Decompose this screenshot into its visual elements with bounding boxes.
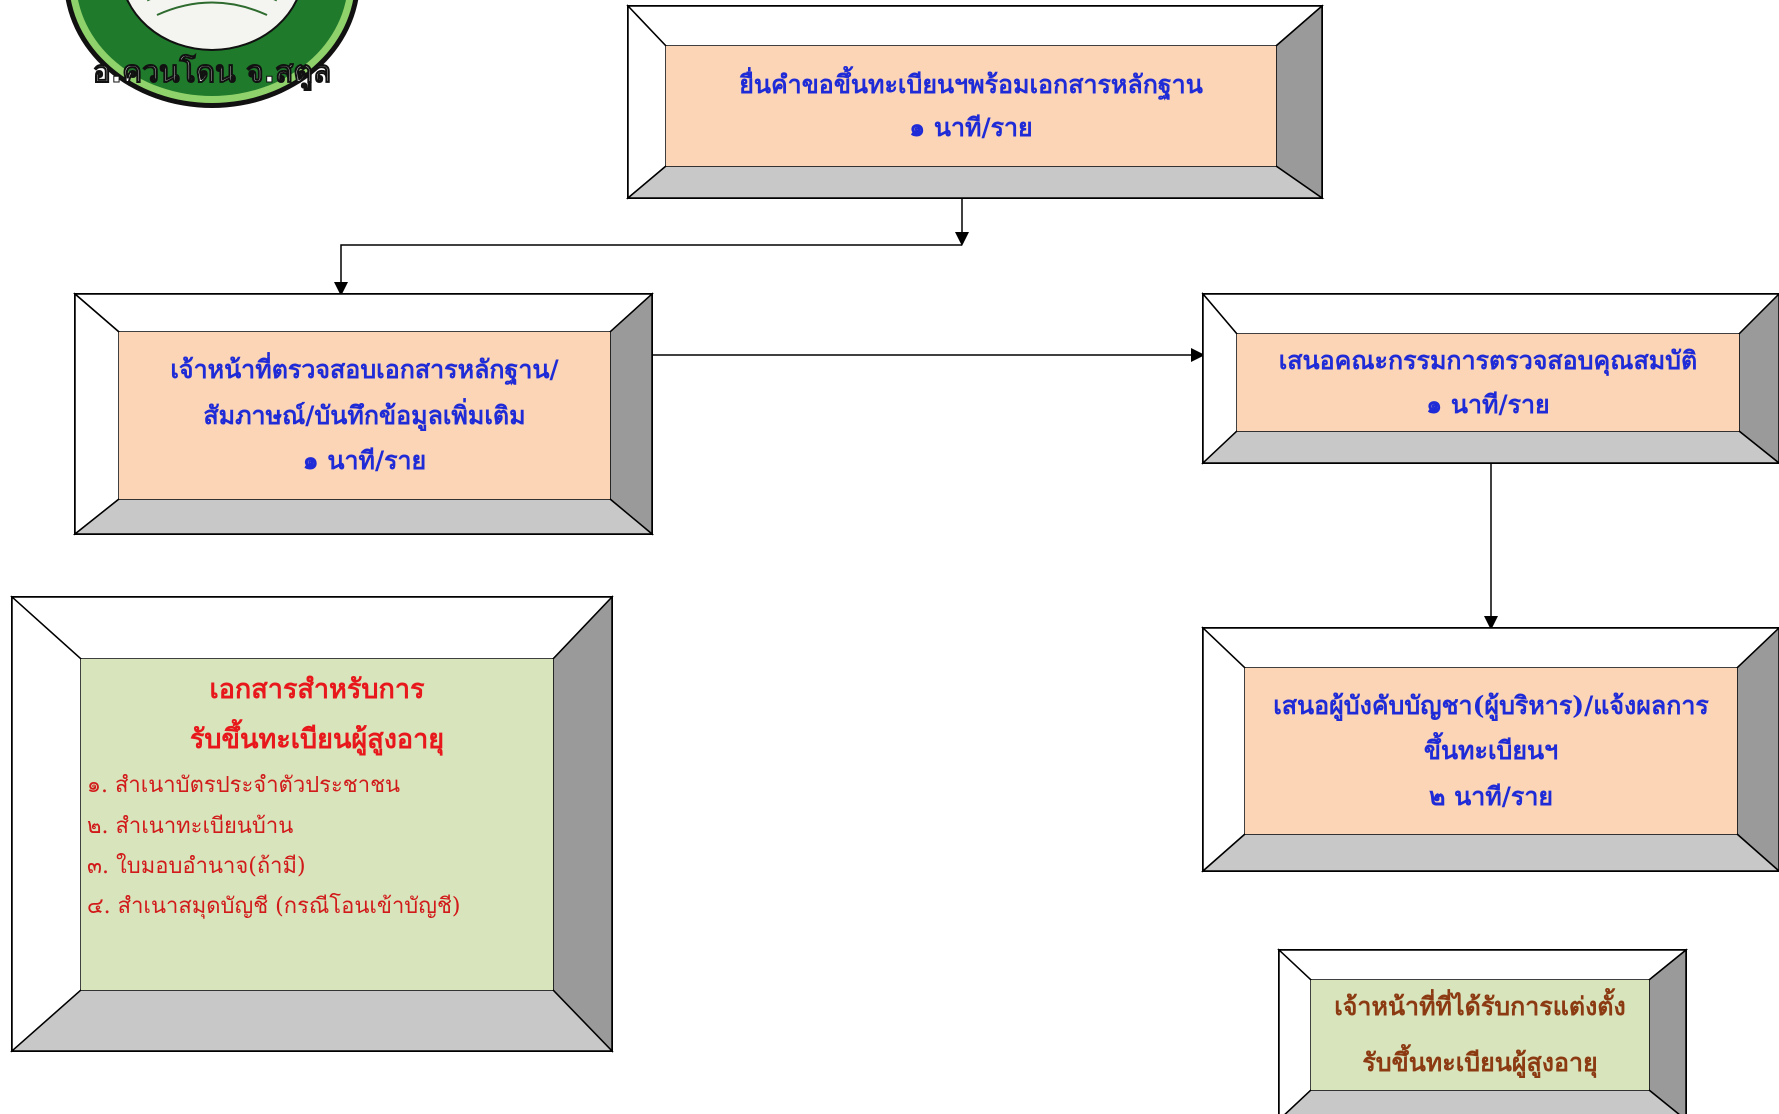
documents-item: ๑. สำเนาบัตรประจำตัวประชาชน xyxy=(87,773,401,799)
officer-line2: รับขึ้นทะเบียนผู้สูงอายุ xyxy=(1362,1048,1598,1077)
documents-box: เอกสารสำหรับการ รับขึ้นทะเบียนผู้สูงอายุ… xyxy=(10,595,614,1053)
svg-text:อ.ควนโดน จ.สตูล: อ.ควนโดน จ.สตูล xyxy=(93,53,332,91)
verify-time: ๑ นาที/ราย xyxy=(302,446,427,476)
documents-item: ๓. ใบมอบอำนาจ(ถ้ามี) xyxy=(87,853,306,879)
officer-line1: เจ้าหน้าที่ที่ได้รับการแต่งตั้ง xyxy=(1334,992,1626,1021)
step-approve-box: เสนอผู้บังคับบัญชา(ผู้บริหาร)/แจ้งผลการ … xyxy=(1201,626,1779,873)
documents-item: ๔. สำเนาสมุดบัญชี (กรณีโอนเข้าบัญชี) xyxy=(87,893,461,919)
logo: อ.ควนโดน จ.สตูล xyxy=(62,0,362,110)
submit-title: ยื่นคำขอขึ้นทะเบียนฯพร้อมเอกสารหลักฐาน xyxy=(739,69,1203,99)
documents-title-line1: เอกสารสำหรับการ xyxy=(209,674,425,705)
committee-time: ๑ นาที/ราย xyxy=(1426,389,1550,419)
verify-title-line2: สัมภาษณ์/บันทึกข้อมูลเพิ่มเติม xyxy=(203,400,526,430)
approve-title-line1: เสนอผู้บังคับบัญชา(ผู้บริหาร)/แจ้งผลการ xyxy=(1273,690,1709,720)
submit-time: ๑ นาที/ราย xyxy=(909,113,1033,142)
step-verify-box: เจ้าหน้าที่ตรวจสอบเอกสารหลักฐาน/ สัมภาษณ… xyxy=(72,292,655,536)
approve-title-line2: ขึ้นทะเบียนฯ xyxy=(1423,736,1559,766)
officer-box: เจ้าหน้าที่ที่ได้รับการแต่งตั้ง รับขึ้นท… xyxy=(1277,948,1689,1114)
approve-time: ๒ นาที/ราย xyxy=(1428,781,1554,811)
committee-title: เสนอคณะกรรมการตรวจสอบคุณสมบัติ xyxy=(1278,346,1698,375)
documents-item: ๒. สำเนาทะเบียนบ้าน xyxy=(87,813,294,839)
step-submit-box: ยื่นคำขอขึ้นทะเบียนฯพร้อมเอกสารหลักฐาน ๑… xyxy=(625,4,1325,200)
documents-title-line2: รับขึ้นทะเบียนผู้สูงอายุ xyxy=(189,723,445,755)
arrow-split-to-verify xyxy=(334,244,962,296)
step-committee-box: เสนอคณะกรรมการตรวจสอบคุณสมบัติ ๑ นาที/รา… xyxy=(1201,291,1779,465)
verify-title-line1: เจ้าหน้าที่ตรวจสอบเอกสารหลักฐาน/ xyxy=(170,355,559,385)
logo-seal-icon: อ.ควนโดน จ.สตูล xyxy=(65,0,359,108)
